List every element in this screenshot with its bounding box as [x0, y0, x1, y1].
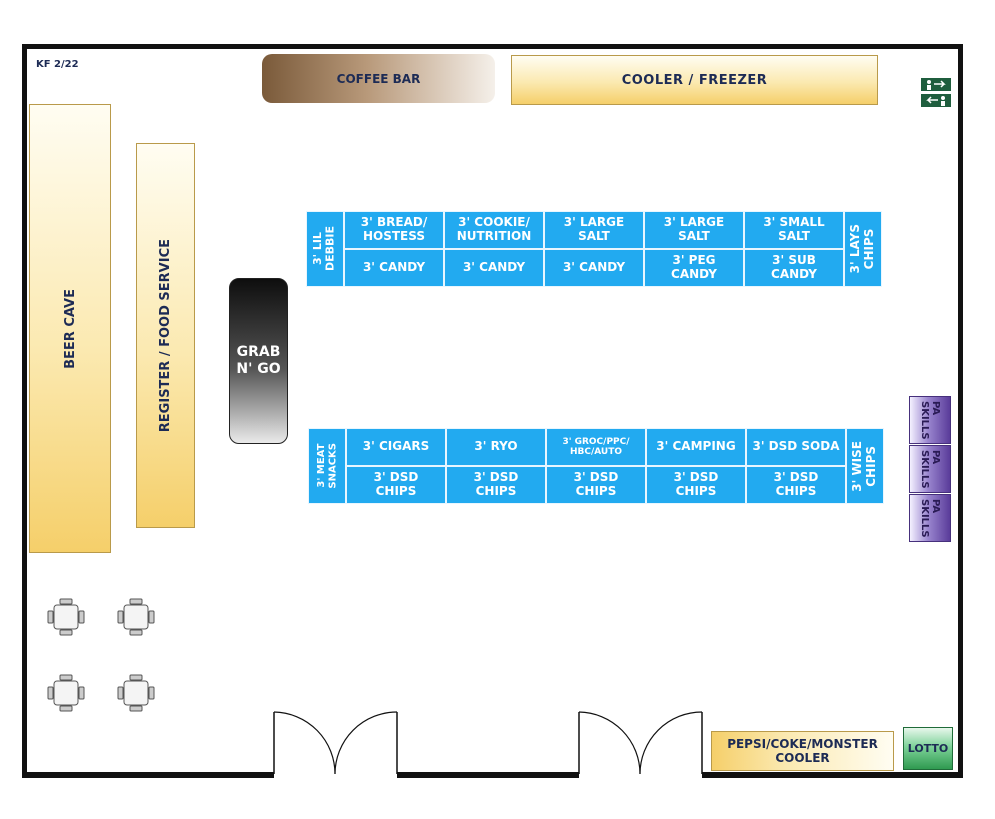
register-food-service: REGISTER / FOOD SERVICE — [136, 143, 195, 528]
shelf-cell: 3' DSD CHIPS — [746, 466, 846, 504]
endcap-label: 3' WISE CHIPS — [850, 440, 878, 492]
beer-cave-label: BEER CAVE — [62, 288, 78, 369]
pa-skills-1: PA SKILLS — [909, 396, 951, 444]
shelf-cell: 3' DSD CHIPS — [446, 466, 546, 504]
shelf-cell: 3' SMALL SALT — [744, 211, 844, 249]
pepsi-cooler-label: PEPSI/COKE/MONSTER COOLER — [727, 736, 878, 765]
shelf-cell: 3' SUB CANDY — [744, 249, 844, 287]
beer-cave: BEER CAVE — [29, 104, 111, 553]
bottom-gondola: 3' MEAT SNACKS 3' CIGARS 3' RYO 3' GROC/… — [308, 428, 884, 504]
pa-skills-label: PA SKILLS — [919, 449, 941, 489]
restroom-sign-icon — [921, 78, 951, 107]
table-with-chairs-icon — [47, 674, 85, 712]
coffee-bar: COFFEE BAR — [262, 54, 495, 103]
shelf-cell: 3' DSD CHIPS — [646, 466, 746, 504]
endcap-label: 3' MEAT SNACKS — [315, 443, 339, 489]
shelf-cell: 3' BREAD/ HOSTESS — [344, 211, 444, 249]
shelf-cell: 3' GROC/PPC/ HBC/AUTO — [546, 428, 646, 466]
endcap-label: 3' LAYS CHIPS — [848, 224, 876, 274]
wall-top — [22, 44, 963, 49]
shelf-cell: 3' COOKIE/ NUTRITION — [444, 211, 544, 249]
wall-bottom-left — [22, 772, 274, 778]
shelf-cell: 3' CANDY — [544, 249, 644, 287]
shelf-cell: 3' RYO — [446, 428, 546, 466]
lotto-label: LOTTO — [907, 742, 949, 755]
shelf-cell: 3' CAMPING — [646, 428, 746, 466]
lotto: LOTTO — [903, 727, 953, 770]
wall-bottom-right — [702, 772, 963, 778]
table-with-chairs-icon — [117, 674, 155, 712]
bottom-gondola-right-end: 3' WISE CHIPS — [846, 428, 884, 504]
coffee-bar-label: COFFEE BAR — [336, 71, 421, 86]
pepsi-coke-monster-cooler: PEPSI/COKE/MONSTER COOLER — [711, 731, 894, 771]
shelf-cell: 3' LARGE SALT — [644, 211, 744, 249]
top-gondola: 3' LIL DEBBIE 3' BREAD/ HOSTESS 3' COOKI… — [306, 211, 882, 287]
shelf-cell: 3' CANDY — [344, 249, 444, 287]
top-gondola-right-end: 3' LAYS CHIPS — [844, 211, 882, 287]
double-door-icon — [578, 711, 703, 775]
pa-skills-3: PA SKILLS — [909, 494, 951, 542]
bottom-gondola-left-end: 3' MEAT SNACKS — [308, 428, 346, 504]
pa-skills-label: PA SKILLS — [919, 400, 941, 440]
shelf-cell: 3' PEG CANDY — [644, 249, 744, 287]
double-door-icon — [273, 711, 398, 775]
cooler-freezer-label: COOLER / FREEZER — [621, 72, 768, 88]
shelf-cell: 3' CANDY — [444, 249, 544, 287]
top-gondola-left-end: 3' LIL DEBBIE — [306, 211, 344, 287]
shelf-cell: 3' CIGARS — [346, 428, 446, 466]
wall-right — [958, 44, 963, 778]
wall-bottom-middle — [397, 772, 579, 778]
pa-skills-2: PA SKILLS — [909, 445, 951, 493]
shelf-cell: 3' DSD CHIPS — [546, 466, 646, 504]
table-with-chairs-icon — [47, 598, 85, 636]
pa-skills-label: PA SKILLS — [919, 498, 941, 538]
wall-left — [22, 44, 27, 778]
cooler-freezer: COOLER / FREEZER — [511, 55, 878, 105]
endcap-label: 3' LIL DEBBIE — [311, 226, 337, 272]
shelf-cell: 3' LARGE SALT — [544, 211, 644, 249]
table-with-chairs-icon — [117, 598, 155, 636]
plan-id-label: KF 2/22 — [36, 59, 79, 70]
shelf-cell: 3' DSD CHIPS — [346, 466, 446, 504]
grab-n-go-label: GRAB N' GO — [236, 343, 281, 378]
shelf-cell: 3' DSD SODA — [746, 428, 846, 466]
grab-n-go: GRAB N' GO — [229, 278, 288, 444]
register-label: REGISTER / FOOD SERVICE — [158, 238, 173, 433]
